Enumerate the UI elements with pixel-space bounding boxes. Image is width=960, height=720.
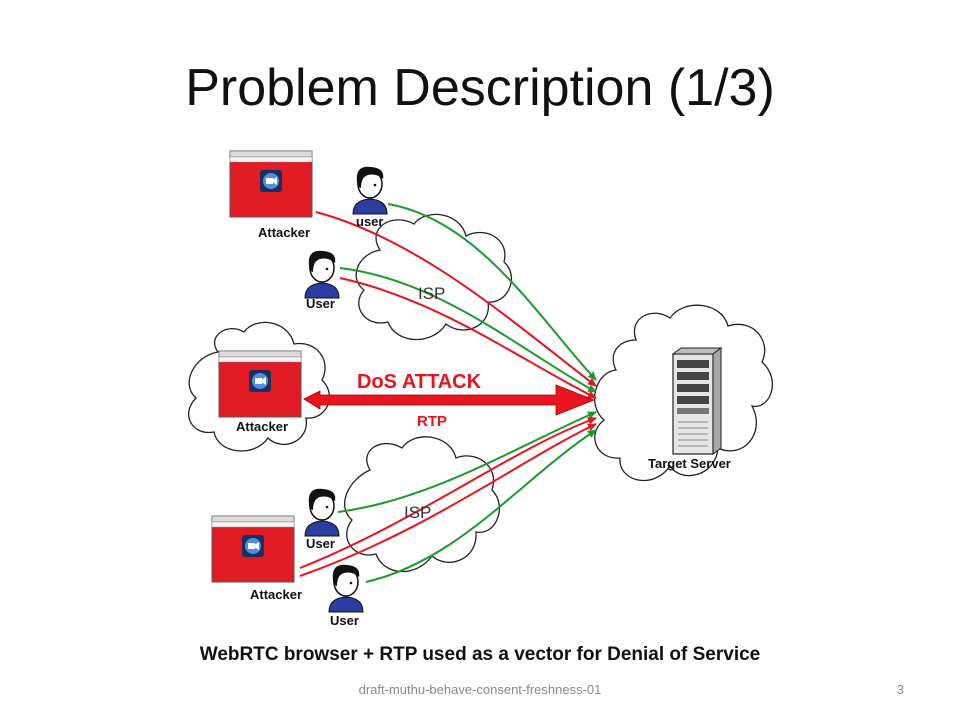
- label-isp-top: ISP: [418, 284, 445, 303]
- flow-user2: [339, 267, 597, 393]
- user-icon-bottom: [328, 564, 364, 613]
- label-user-top: user: [356, 214, 383, 229]
- label-attacker-top: Attacker: [258, 225, 310, 240]
- user-icon-third: [304, 488, 340, 537]
- flow-attacker1b: [339, 277, 597, 399]
- dos-attack-arrow: [303, 384, 596, 416]
- flow-user1: [387, 203, 597, 381]
- label-attacker-bottom: Attacker: [250, 587, 302, 602]
- label-attacker-middle: Attacker: [236, 419, 288, 434]
- flow-user4: [365, 429, 597, 583]
- slide-title: Problem Description (1/3): [185, 59, 775, 117]
- flow-attacker3b: [299, 423, 597, 577]
- attacker-browser-middle: [218, 350, 302, 418]
- flow-attacker3: [299, 417, 597, 569]
- label-rtp: RTP: [417, 413, 447, 430]
- label-target-server: Target Server: [648, 456, 731, 471]
- flow-user3: [337, 411, 597, 513]
- attacker-browser-top: [229, 150, 313, 218]
- user-icon-second: [304, 250, 340, 299]
- attacker-browser-bottom: [211, 515, 295, 583]
- slide-footer: draft-muthu-behave-consent-freshness-01: [358, 682, 602, 697]
- isp-cloud-top: [355, 213, 513, 341]
- label-isp-bottom: ISP: [404, 503, 431, 522]
- label-user-second: User: [306, 296, 335, 311]
- user-icon-top: [352, 166, 388, 215]
- label-user-third: User: [306, 536, 335, 551]
- diagram-caption: WebRTC browser + RTP used as a vector fo…: [199, 644, 761, 665]
- flow-attacker1: [315, 211, 597, 387]
- label-dos-attack: DoS ATTACK: [357, 371, 482, 393]
- label-user-bottom: User: [330, 613, 359, 628]
- server-icon: [671, 347, 723, 455]
- page-number: 3: [896, 682, 904, 697]
